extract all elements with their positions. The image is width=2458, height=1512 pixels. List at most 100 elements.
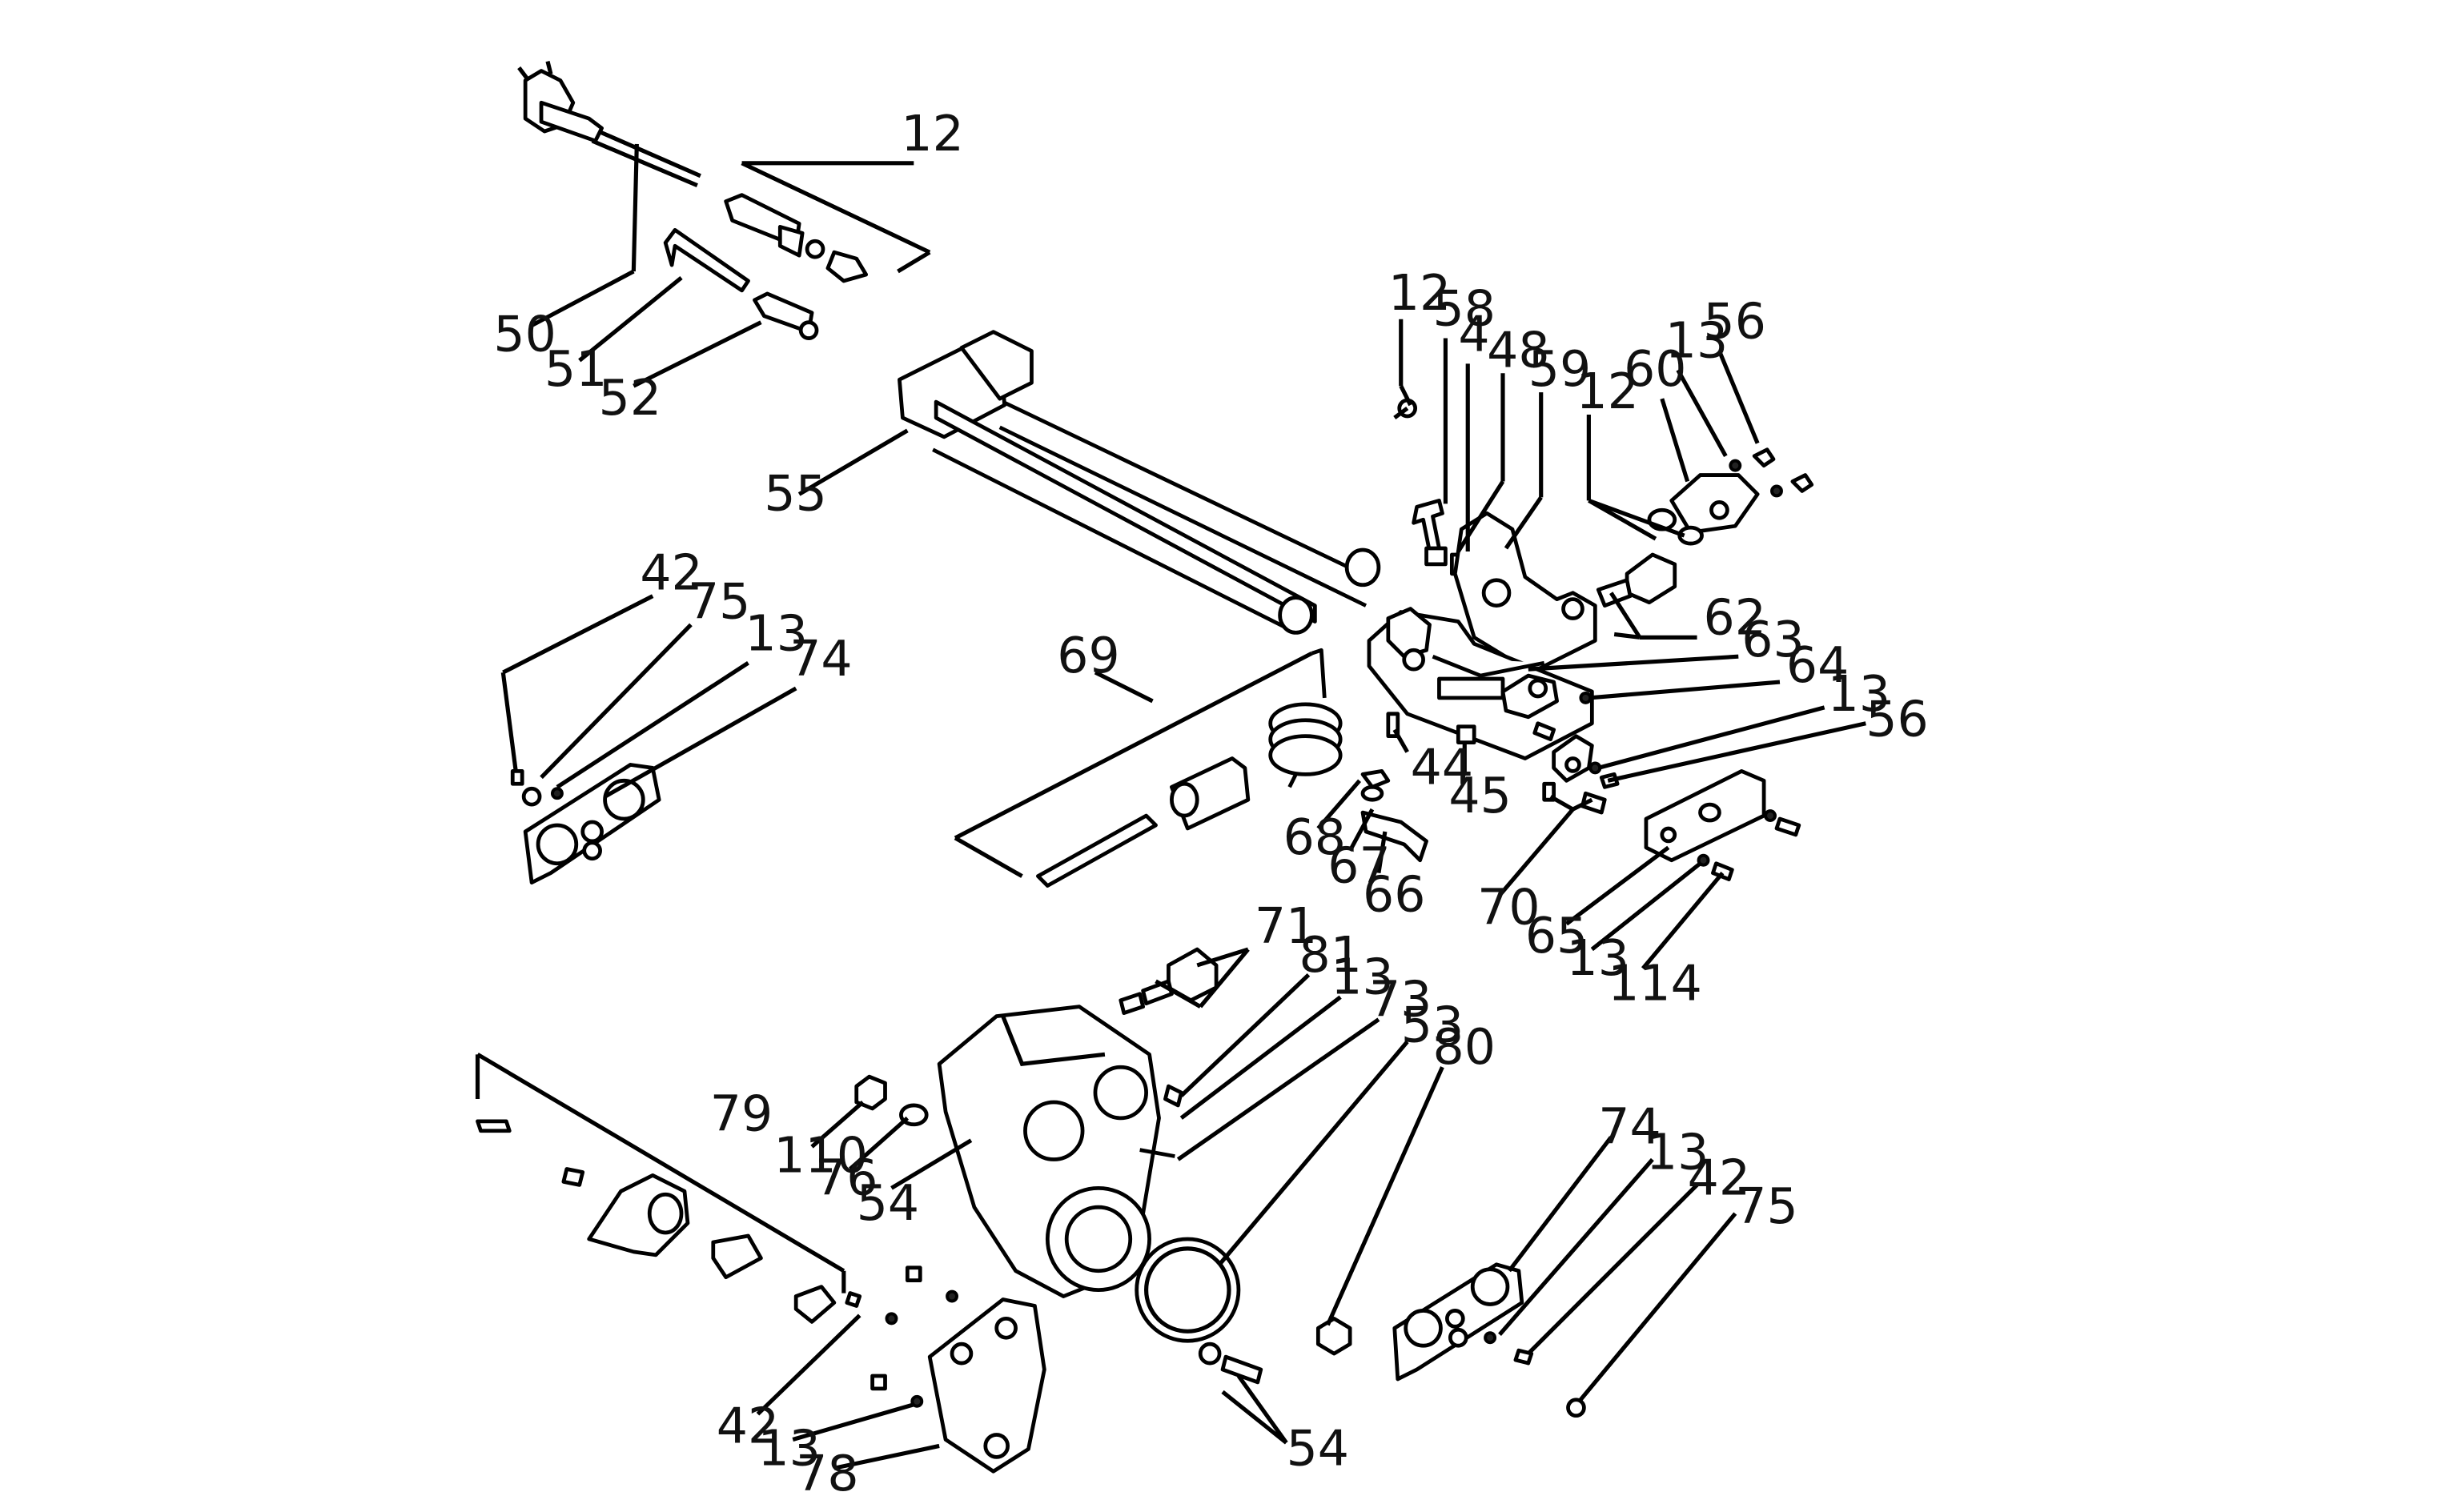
strain-relief <box>753 291 819 340</box>
spacer-54 <box>1198 1342 1222 1366</box>
callout-54: 54 <box>857 1174 919 1232</box>
screw-64 <box>1532 721 1556 742</box>
callout-53: 53 <box>1401 996 1464 1053</box>
leader-lines <box>475 143 1866 1470</box>
washer-75-right <box>1566 1398 1586 1418</box>
callout-60: 60 <box>1624 340 1686 398</box>
parts-drawing <box>476 60 1814 1474</box>
callout-54: 54 <box>1287 1419 1349 1477</box>
callout-73: 73 <box>1369 971 1432 1029</box>
callout-13: 13 <box>757 1419 820 1477</box>
callout-74: 74 <box>789 630 852 688</box>
screw-54 <box>1220 1354 1263 1385</box>
screw-front-a <box>905 1265 922 1283</box>
callout-13: 13 <box>1331 949 1393 1006</box>
callout-110: 110 <box>773 1126 868 1184</box>
callout-45: 45 <box>1448 767 1511 824</box>
pin-70a <box>1542 781 1556 802</box>
key-44 <box>1386 712 1400 739</box>
nut-110 <box>854 1074 887 1111</box>
callout-48: 48 <box>1487 321 1549 379</box>
callout-52: 52 <box>599 369 661 427</box>
callout-56: 56 <box>1866 691 1928 748</box>
screw-68 <box>1360 769 1391 789</box>
motor-housing <box>937 1005 1161 1298</box>
screw-right-top <box>1790 473 1814 493</box>
callout-44: 44 <box>1411 738 1473 796</box>
callout-79: 79 <box>710 1085 773 1143</box>
spring-assembly <box>1036 648 1343 888</box>
washer-13-right <box>1484 1331 1497 1345</box>
callout-67: 67 <box>1327 837 1390 895</box>
callout-75: 75 <box>1735 1177 1797 1235</box>
callout-56: 56 <box>1704 293 1766 351</box>
washer-13-left <box>550 787 564 800</box>
callout-42: 42 <box>640 544 702 602</box>
mount-bracket <box>1452 511 1597 675</box>
screw-42-left <box>510 769 524 786</box>
washer-13-114 <box>1697 853 1710 867</box>
callout-80: 80 <box>1433 1018 1496 1076</box>
screw-12-top <box>1393 398 1418 420</box>
callout-70: 70 <box>1477 878 1540 936</box>
hex-key <box>663 227 750 293</box>
screw-114 <box>1711 861 1734 881</box>
screw-42-trigger <box>845 1291 862 1308</box>
washer-front-b <box>885 1312 898 1326</box>
washer-13-78 <box>910 1394 924 1408</box>
callout-78: 78 <box>796 1445 858 1502</box>
washer-13-top <box>1729 459 1742 472</box>
cable-gland-set <box>724 193 869 283</box>
callout-labels: 12 50 51 52 55 12 58 4 48 59 13 56 12 60… <box>493 105 1928 1502</box>
callout-74: 74 <box>1598 1098 1661 1156</box>
callout-63: 63 <box>1741 611 1804 668</box>
cam-56 <box>1552 734 1594 783</box>
wire-73 <box>1139 1148 1175 1158</box>
callout-59: 59 <box>1528 340 1591 398</box>
washer-front-c <box>946 1289 958 1303</box>
callout-13: 13 <box>745 604 808 662</box>
callout-58: 58 <box>1433 280 1496 338</box>
column-frame <box>898 330 1381 635</box>
pin-81 <box>1163 1084 1183 1108</box>
washer-block <box>1764 809 1777 823</box>
callout-13: 13 <box>1567 929 1629 987</box>
callout-13: 13 <box>1665 311 1728 369</box>
callout-114: 114 <box>1608 955 1702 1013</box>
switch-housing <box>1367 607 1594 760</box>
callout-12: 12 <box>1576 363 1638 420</box>
bracket-66 <box>1360 810 1428 863</box>
screw-58 <box>1412 498 1448 567</box>
callout-4: 4 <box>1458 305 1489 363</box>
trigger-assembly <box>476 1119 837 1324</box>
screw-56-top <box>1752 447 1776 468</box>
side-cover-right <box>1392 1262 1524 1382</box>
callout-12: 12 <box>1388 264 1451 322</box>
callout-64: 64 <box>1786 636 1849 694</box>
callout-81: 81 <box>1299 926 1361 984</box>
callout-55: 55 <box>764 464 826 522</box>
callout-66: 66 <box>1363 865 1425 923</box>
washer-right-top <box>1770 484 1783 498</box>
callout-12: 12 <box>901 105 963 162</box>
callout-65: 65 <box>1525 907 1588 965</box>
latch-64 <box>1500 673 1559 720</box>
clamp-lever <box>1669 473 1760 535</box>
callout-76: 76 <box>815 1149 878 1206</box>
washer-75-left <box>521 786 542 807</box>
callout-71: 71 <box>1255 897 1317 955</box>
nut-80 <box>1315 1316 1352 1356</box>
callout-75: 75 <box>688 573 750 631</box>
power-cord-plug <box>517 60 701 188</box>
adjust-knob <box>1596 552 1677 608</box>
callout-51: 51 <box>544 340 607 398</box>
callout-13: 13 <box>1646 1123 1709 1181</box>
screw-front-d <box>870 1374 887 1391</box>
callout-69: 69 <box>1057 627 1119 684</box>
side-cover-left <box>523 763 661 884</box>
end-block-65 <box>1644 769 1766 863</box>
callout-50: 50 <box>493 305 556 363</box>
handle-cover <box>927 1297 1046 1474</box>
callout-68: 68 <box>1283 808 1346 866</box>
